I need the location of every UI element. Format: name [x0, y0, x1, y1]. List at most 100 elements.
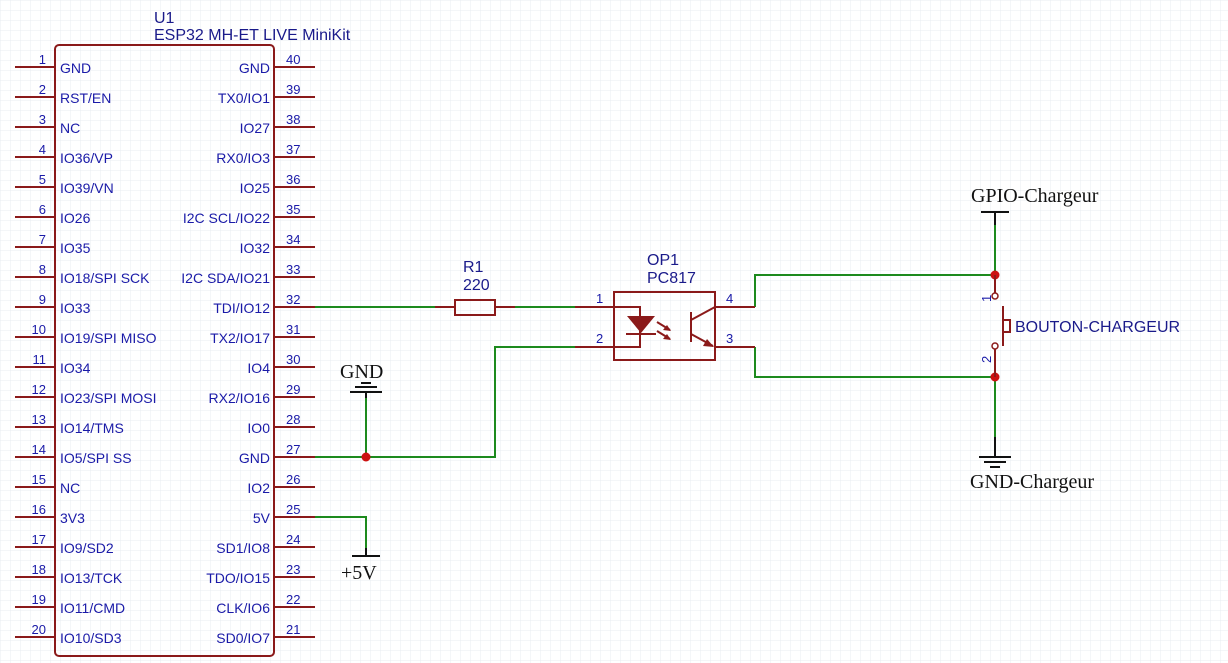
pin-number: 20 — [32, 622, 46, 637]
r1-value: 220 — [463, 277, 490, 294]
gpio-chargeur-label: GPIO-Chargeur — [971, 185, 1099, 207]
gnd-chargeur-symbol: GND-Chargeur — [970, 437, 1094, 493]
op1-body — [613, 291, 716, 361]
wire-gnd-to-op1-pin2 — [315, 346, 613, 458]
op1-pin1-number: 1 — [596, 291, 603, 306]
op1-pin4-number: 4 — [726, 291, 733, 306]
gpio-chargeur-symbol: GPIO-Chargeur — [971, 185, 1099, 225]
pin-number: 23 — [286, 562, 300, 577]
pin-name: IO27 — [240, 120, 271, 136]
pin-number: 25 — [286, 502, 300, 517]
wire-op1-pin4-to-switch — [754, 274, 995, 307]
pin-name: IO35 — [60, 240, 91, 256]
switch-component[interactable]: 1 2 BOUTON-CHARGEUR — [979, 275, 1180, 377]
pin-number: 38 — [286, 112, 300, 127]
pin-name: IO5/SPI SS — [60, 450, 132, 466]
op1-part: PC817 — [647, 270, 696, 287]
pin-number: 9 — [39, 292, 46, 307]
pin-name: RX2/IO16 — [209, 390, 271, 406]
pin-number: 35 — [286, 202, 300, 217]
switch-pin1-number: 1 — [979, 295, 994, 302]
u1-pin-16[interactable]: 16 3V3 — [15, 502, 85, 526]
pin-number: 40 — [286, 52, 300, 67]
pin-number: 36 — [286, 172, 300, 187]
vcc-net-label: +5V — [341, 562, 377, 584]
pin-name: NC — [60, 480, 80, 496]
pin-name: GND — [239, 450, 270, 466]
pin-name: IO2 — [247, 480, 270, 496]
op1-component[interactable]: OP1 PC817 1 2 4 3 — [575, 252, 755, 361]
pin-number: 22 — [286, 592, 300, 607]
pin-name: RST/EN — [60, 90, 111, 106]
pin-number: 16 — [32, 502, 46, 517]
pin-name: IO9/SD2 — [60, 540, 114, 556]
gnd-net-label: GND — [340, 361, 383, 383]
u1-part-name: ESP32 MH-ET LIVE MiniKit — [154, 27, 351, 44]
pin-name: 3V3 — [60, 510, 85, 526]
pin-number: 4 — [39, 142, 46, 157]
pin-number: 17 — [32, 532, 46, 547]
pin-name: NC — [60, 120, 80, 136]
pin-name: SD0/IO7 — [216, 630, 270, 646]
u1-component[interactable]: U1 ESP32 MH-ET LIVE MiniKit 1GND2RST/EN3… — [15, 10, 351, 657]
pin-number: 24 — [286, 532, 300, 547]
pin-name: TX2/IO17 — [210, 330, 270, 346]
pin-number: 27 — [286, 442, 300, 457]
u1-pin-3[interactable]: 3NC — [15, 112, 80, 136]
pin-name: IO10/SD3 — [60, 630, 122, 646]
pin-number: 21 — [286, 622, 300, 637]
pin-number: 34 — [286, 232, 300, 247]
vcc-5v-symbol: +5V — [341, 548, 380, 584]
pin-number: 37 — [286, 142, 300, 157]
pin-number: 5 — [39, 172, 46, 187]
pin-number: 10 — [32, 322, 46, 337]
pin-name: IO25 — [240, 180, 271, 196]
r1-component[interactable]: R1 220 — [435, 259, 515, 316]
pin-name: IO0 — [247, 420, 270, 436]
pin-number: 18 — [32, 562, 46, 577]
pin-number: 3 — [39, 112, 46, 127]
pin-number: 29 — [286, 382, 300, 397]
pin-name: IO4 — [247, 360, 270, 376]
